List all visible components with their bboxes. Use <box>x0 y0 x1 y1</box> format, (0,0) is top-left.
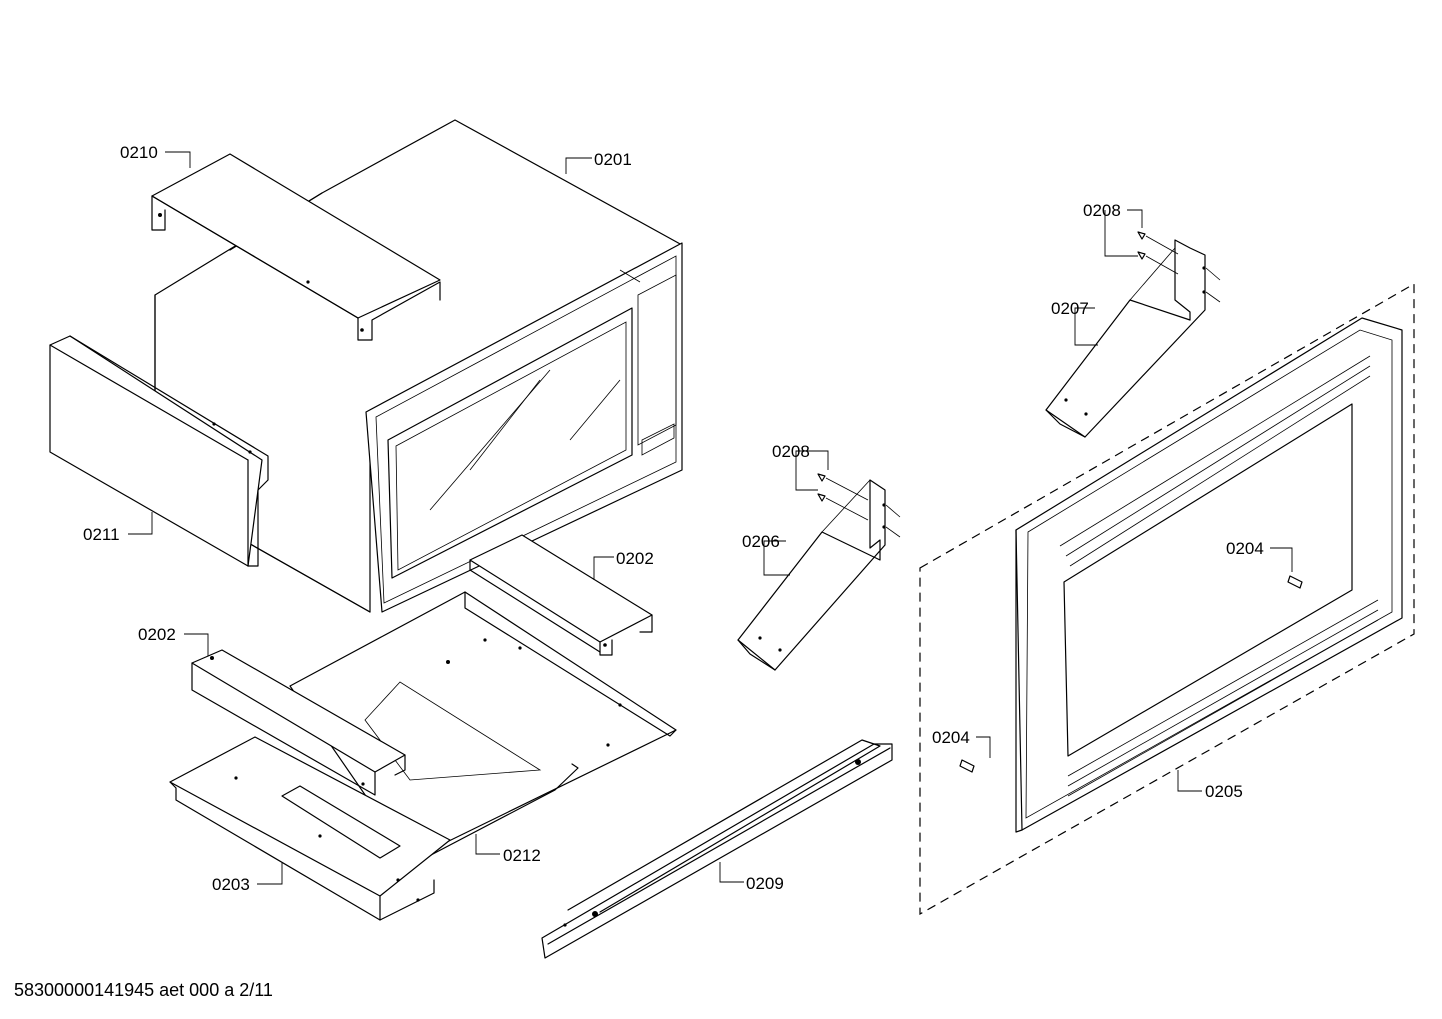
part-0202-right-rail <box>469 534 653 656</box>
label-0212: 0212 <box>503 846 541 865</box>
part-0202-left-rail <box>191 649 406 796</box>
label-0210: 0210 <box>120 143 158 162</box>
part-0208-screws-lower <box>817 473 869 521</box>
document-id: 58300000141945 aet 000 a 2/11 <box>14 980 273 1000</box>
label-0208-lower: 0208 <box>772 442 810 461</box>
part-0211-side-panel <box>49 335 269 567</box>
part-0208-screws-upper <box>1137 231 1179 275</box>
label-0211: 0211 <box>83 525 120 544</box>
part-labels: 0210 0201 0211 0202 0202 0203 0212 0208 … <box>83 143 1264 894</box>
leader-lines <box>128 151 1293 885</box>
part-0206-side-bracket <box>737 479 901 671</box>
part-0203-bottom-bracket <box>169 736 451 921</box>
label-0204-right: 0204 <box>1226 539 1264 558</box>
label-0208-upper: 0208 <box>1083 201 1121 220</box>
label-0206: 0206 <box>742 532 780 551</box>
part-0210-top-bracket <box>151 153 441 341</box>
label-0204-left: 0204 <box>932 728 970 747</box>
label-0209: 0209 <box>746 874 784 893</box>
label-0203: 0203 <box>212 875 250 894</box>
part-0207-side-bracket <box>1045 239 1221 438</box>
part-0205-front-frame <box>919 282 1415 916</box>
part-0204-pins <box>959 575 1303 773</box>
label-0202-left: 0202 <box>138 625 176 644</box>
label-0201: 0201 <box>594 150 632 169</box>
label-0202-right: 0202 <box>616 549 654 568</box>
label-0207: 0207 <box>1051 299 1089 318</box>
part-0209-trim-strip <box>541 739 893 959</box>
label-0205: 0205 <box>1205 782 1243 801</box>
